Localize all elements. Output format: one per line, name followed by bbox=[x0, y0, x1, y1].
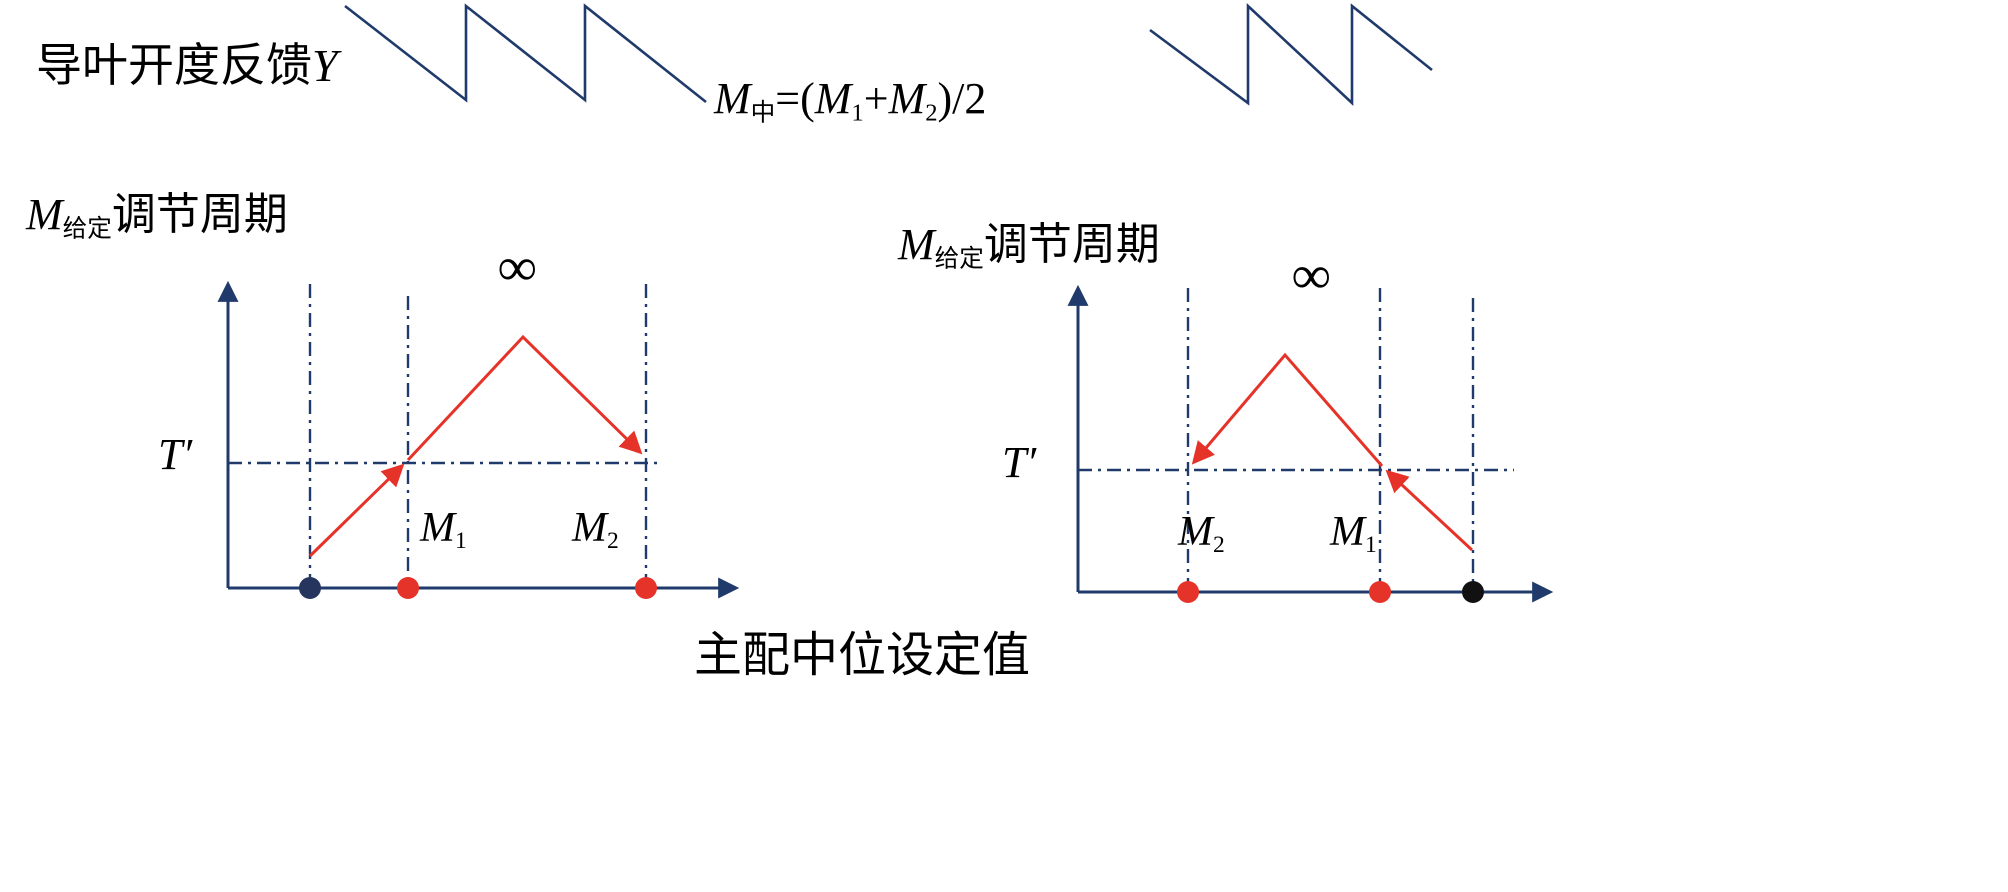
right-y-axis-rest: 调节周期 bbox=[983, 220, 1160, 269]
formula-var-m: M bbox=[714, 74, 751, 123]
left-y-axis-label: M给定调节周期 bbox=[26, 190, 288, 244]
left-trajectory-rise bbox=[308, 463, 405, 558]
left-y-axis-sub: 给定 bbox=[62, 215, 112, 243]
mid-value-formula: M中=(M1+M2)/2 bbox=[714, 74, 986, 128]
right-m1-sub: 1 bbox=[1365, 532, 1377, 559]
right-m2-sub: 2 bbox=[1213, 532, 1225, 559]
formula-sub-1: 1 bbox=[851, 99, 864, 127]
right-infinity-symbol: ∞ bbox=[1292, 245, 1331, 305]
left-y-axis-rest: 调节周期 bbox=[111, 190, 288, 239]
right-dot-m2 bbox=[1177, 581, 1199, 603]
right-chart-graphics bbox=[1067, 284, 1554, 603]
right-trajectory-peak-fall bbox=[1191, 352, 1384, 467]
right-m2-var: M bbox=[1178, 509, 1213, 555]
formula-sub-2: 2 bbox=[925, 99, 938, 127]
right-t-prime-label: T′ bbox=[1002, 438, 1037, 487]
formula-equals-open: =( bbox=[775, 74, 815, 123]
right-y-axis-var: M bbox=[898, 220, 935, 269]
shared-x-axis-label: 主配中位设定值 bbox=[694, 629, 1031, 682]
right-dot-m1 bbox=[1369, 581, 1391, 603]
feedback-label-text: 导叶开度反馈 bbox=[36, 40, 312, 91]
right-dot-start bbox=[1462, 581, 1484, 603]
formula-close-div2: )/2 bbox=[937, 74, 987, 123]
left-m1-label: M1 bbox=[420, 504, 467, 555]
left-y-axis-var: M bbox=[26, 190, 63, 239]
right-m2-label: M2 bbox=[1178, 508, 1225, 559]
left-m2-var: M bbox=[572, 505, 607, 551]
left-trajectory-peak-fall bbox=[406, 334, 643, 462]
left-dot-m2 bbox=[635, 577, 657, 599]
right-y-axis-sub: 给定 bbox=[934, 245, 984, 273]
left-dot-m1 bbox=[397, 577, 419, 599]
left-t-prime-label: T′ bbox=[158, 430, 193, 479]
left-m1-sub: 1 bbox=[455, 528, 467, 555]
feedback-label-var: Y bbox=[312, 40, 338, 91]
formula-var-m1: M bbox=[814, 74, 852, 123]
guide-vane-feedback-label: 导叶开度反馈Y bbox=[36, 40, 338, 93]
formula-plus: + bbox=[863, 74, 889, 123]
formula-sub-zhong: 中 bbox=[750, 99, 776, 127]
left-chart-graphics bbox=[217, 280, 740, 599]
right-trajectory-rise bbox=[1385, 469, 1474, 552]
formula-var-m2: M bbox=[888, 74, 926, 123]
left-infinity-symbol: ∞ bbox=[498, 237, 537, 297]
sawtooth-wave-left bbox=[344, 3, 707, 104]
right-y-axis-label: M给定调节周期 bbox=[898, 220, 1160, 274]
left-m2-sub: 2 bbox=[607, 528, 619, 555]
left-m2-label: M2 bbox=[572, 504, 619, 555]
left-m1-var: M bbox=[420, 505, 455, 551]
sawtooth-wave-right bbox=[1149, 3, 1433, 106]
right-m1-label: M1 bbox=[1330, 508, 1377, 559]
right-m1-var: M bbox=[1330, 509, 1365, 555]
left-dot-start bbox=[299, 577, 321, 599]
